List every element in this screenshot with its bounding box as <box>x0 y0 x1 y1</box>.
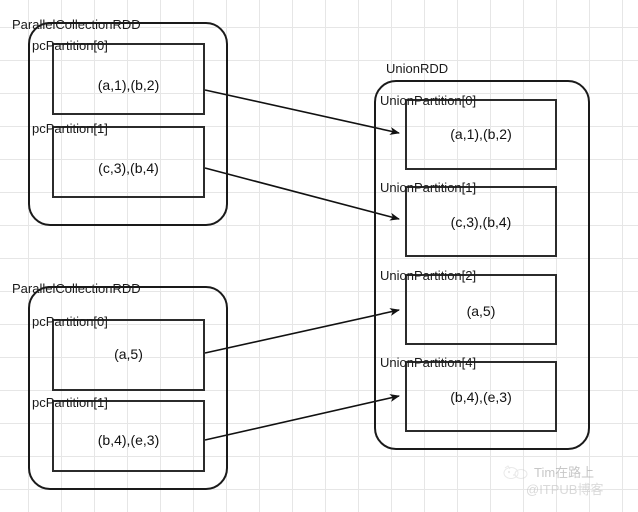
partition-box-source-0-0[interactable] <box>52 43 205 115</box>
partition-box-source-1-0[interactable] <box>52 319 205 391</box>
partition-box-source-0-1[interactable] <box>52 126 205 198</box>
arrow-pc0-to-union0 <box>204 89 400 135</box>
partition-value-union-1: (c,3),(b,4) <box>450 214 512 230</box>
partition-value-source-1-1: (b,4),(e,3) <box>97 432 160 448</box>
partition-box-source-1-1[interactable] <box>52 400 205 472</box>
partition-value-source-1-0: (a,5) <box>114 346 143 362</box>
rdd-label-source-1: ParallelCollectionRDD <box>12 281 141 296</box>
partition-label-union-4: UnionPartition[4] <box>380 355 477 370</box>
partition-box-union-2[interactable] <box>405 274 557 345</box>
partition-box-union-0[interactable] <box>405 99 557 170</box>
partition-label-union-2: UnionPartition[2] <box>380 268 477 283</box>
arrow-pc1-to-union1 <box>204 167 400 221</box>
watermark: Tim在路上 @ITPUB博客 <box>500 460 630 504</box>
partition-box-union-1[interactable] <box>405 186 557 257</box>
partition-value-source-0-1: (c,3),(b,4) <box>98 160 159 176</box>
partition-box-union-4[interactable] <box>405 361 557 432</box>
rdd-container-union[interactable] <box>374 80 590 450</box>
watermark-line-2: @ITPUB博客 <box>526 482 604 497</box>
partition-value-union-2: (a,5) <box>466 303 496 319</box>
arrow-pc0b-to-union2 <box>204 308 400 354</box>
partition-label-source-0-1: pcPartition[1] <box>32 121 108 136</box>
partition-value-union-4: (b,4),(e,3) <box>450 389 512 405</box>
arrow-pc1b-to-union4 <box>204 394 400 441</box>
partition-value-source-0-0: (a,1),(b,2) <box>97 77 160 93</box>
rdd-container-source-0[interactable] <box>28 22 228 226</box>
partition-value-union-0: (a,1),(b,2) <box>450 126 512 142</box>
rdd-label-source-0: ParallelCollectionRDD <box>12 17 141 32</box>
rdd-container-source-1[interactable] <box>28 286 228 490</box>
partition-label-union-1: UnionPartition[1] <box>380 180 477 195</box>
partition-label-source-1-1: pcPartition[1] <box>32 395 108 410</box>
partition-label-source-0-0: pcPartition[0] <box>32 38 108 53</box>
rdd-label-union: UnionRDD <box>386 61 449 76</box>
watermark-logo-icon <box>503 465 528 479</box>
partition-label-union-0: UnionPartition[0] <box>380 93 477 108</box>
watermark-line-1: Tim在路上 <box>534 465 595 480</box>
partition-label-source-1-0: pcPartition[0] <box>32 314 108 329</box>
